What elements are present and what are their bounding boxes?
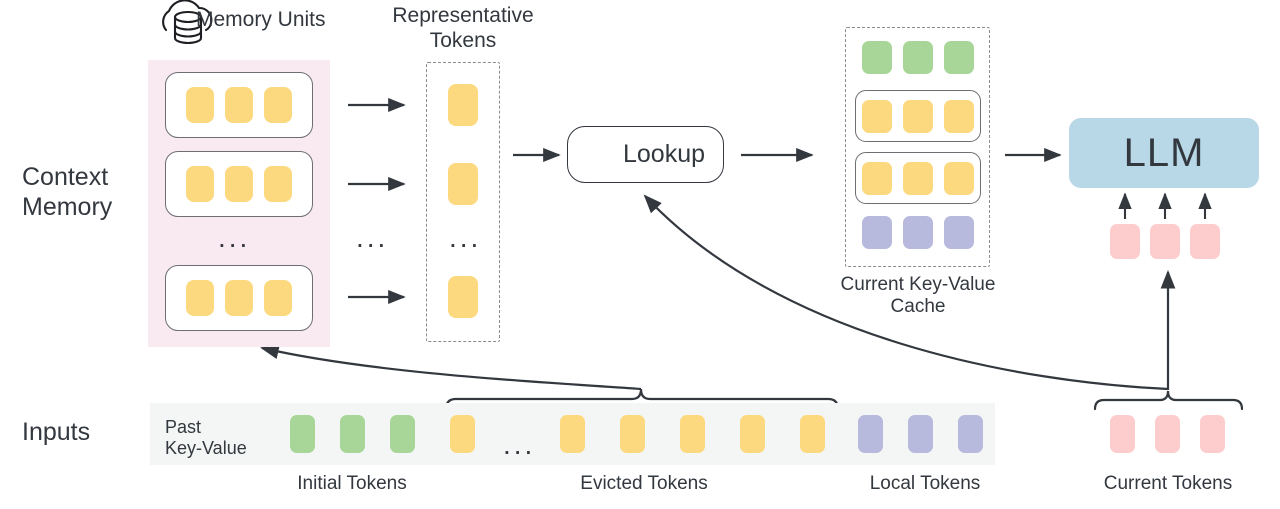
kv-token-purple [944, 216, 974, 249]
input-token-current-2 [1155, 415, 1180, 453]
input-token-evicted-5 [740, 415, 765, 453]
kv-row-local [862, 216, 974, 249]
caption-current-tokens: Current Tokens [1103, 473, 1233, 494]
input-token-current-3 [1200, 415, 1225, 453]
representative-token-3 [448, 276, 478, 318]
representative-tokens-box [426, 62, 500, 342]
memory-token [264, 87, 292, 123]
input-token-local-1 [858, 415, 883, 453]
memory-unit-1[interactable] [165, 72, 313, 138]
llm-input-token-1 [1110, 224, 1140, 259]
kv-cache-box [845, 27, 990, 267]
memory-token [186, 166, 214, 202]
kv-token-yellow [944, 99, 974, 133]
lookup-label: Lookup [622, 140, 706, 168]
kv-token-purple [903, 216, 933, 249]
input-evicted-ellipsis: ... [503, 429, 536, 460]
representative-token-1 [448, 84, 478, 126]
llm-input-token-3 [1190, 224, 1220, 259]
memory-units-label: Memory Units [196, 8, 326, 31]
memory-token [264, 280, 292, 316]
memory-token [264, 166, 292, 202]
lookup-button[interactable]: Lookup [567, 126, 724, 183]
memory-token [186, 280, 214, 316]
caption-initial-tokens: Initial Tokens [297, 473, 407, 494]
representative-token-2 [448, 163, 478, 205]
memory-unit-2[interactable] [165, 151, 313, 217]
kv-row-retrieved-a[interactable] [855, 90, 981, 142]
past-key-value-label: Past Key-Value [165, 417, 247, 458]
input-token-initial-1 [290, 415, 315, 453]
kv-token-green [944, 41, 974, 74]
input-token-local-2 [908, 415, 933, 453]
input-token-initial-2 [340, 415, 365, 453]
arrow-current-tokens-to-llm [1118, 192, 1212, 219]
representative-tokens-label: Representative Tokens [392, 4, 534, 52]
caption-evicted-tokens: Evicted Tokens [580, 473, 708, 494]
input-token-evicted-3 [620, 415, 645, 453]
llm-label: LLM [1123, 130, 1205, 175]
input-token-local-3 [958, 415, 983, 453]
brace-current-tokens [1093, 390, 1244, 411]
input-token-evicted-1 [450, 415, 475, 453]
kv-token-yellow [862, 161, 892, 195]
kv-row-initial [862, 41, 974, 74]
input-token-initial-3 [390, 415, 415, 453]
input-token-evicted-2 [560, 415, 585, 453]
arrow-column-ellipsis: ... [356, 222, 389, 253]
caption-local-tokens: Local Tokens [869, 473, 981, 494]
memory-token [186, 87, 214, 123]
kv-row-retrieved-b[interactable] [855, 152, 981, 204]
kv-token-yellow [944, 161, 974, 195]
inputs-label: Inputs [22, 418, 91, 446]
curve-evicted-to-context-memory [260, 344, 642, 391]
llm-box[interactable]: LLM [1069, 118, 1259, 188]
memory-token [225, 87, 253, 123]
arrow-memunit-to-rep [348, 97, 406, 305]
kv-token-yellow [903, 99, 933, 133]
kv-token-purple [862, 216, 892, 249]
input-token-current-1 [1110, 415, 1135, 453]
input-token-evicted-6 [800, 415, 825, 453]
representative-tokens-ellipsis: ... [449, 222, 482, 253]
memory-unit-3[interactable] [165, 265, 313, 331]
memory-units-ellipsis: ... [218, 222, 251, 253]
memory-token [225, 280, 253, 316]
memory-token [225, 166, 253, 202]
kv-token-yellow [903, 161, 933, 195]
input-token-evicted-4 [680, 415, 705, 453]
context-memory-label: Context Memory [22, 163, 113, 221]
llm-input-token-2 [1150, 224, 1180, 259]
kv-token-green [903, 41, 933, 74]
kv-cache-label: Current Key-Value Cache [840, 274, 996, 318]
kv-token-green [862, 41, 892, 74]
kv-token-yellow [862, 99, 892, 133]
